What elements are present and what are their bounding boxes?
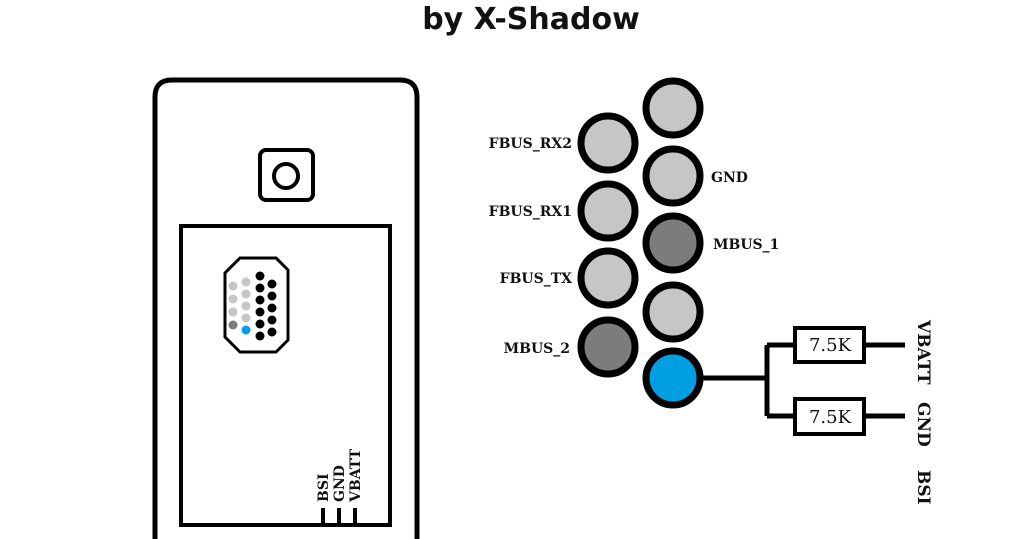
pin-gnd	[642, 145, 704, 207]
mini-pin	[255, 307, 265, 317]
terminal-label-bsi: BSI	[316, 474, 332, 503]
mini-pin	[255, 283, 265, 293]
resistor-vbatt-value: 7.5K	[809, 335, 852, 356]
right-label-gnd: GND	[913, 402, 933, 447]
pin-fbus-tx	[577, 247, 639, 309]
mini-pin	[267, 303, 277, 313]
mini-connector-pins	[228, 271, 277, 341]
terminal-label-vbatt: VBATT	[348, 448, 364, 503]
phone-camera-lens	[272, 162, 300, 190]
mini-pin	[241, 277, 251, 287]
phone-camera-square	[258, 148, 315, 202]
phone-body-outline	[152, 77, 420, 539]
mini-pin	[241, 313, 251, 323]
terminal-label-gnd: GND	[332, 465, 348, 502]
right-label-bsi: BSI	[913, 470, 933, 505]
resistor-gnd-value: 7.5K	[809, 407, 852, 428]
mini-pin	[255, 271, 265, 281]
mini-pin	[255, 295, 265, 305]
mini-pin	[255, 319, 265, 329]
right-label-vbatt: VBATT	[913, 319, 933, 385]
resistor-gnd	[793, 397, 866, 436]
pin-mbus-1	[642, 212, 704, 274]
mini-pin	[228, 307, 238, 317]
battery-compartment	[179, 224, 392, 527]
mini-pin	[228, 294, 238, 304]
mini-pin	[228, 320, 238, 330]
pin-top-unlabeled	[642, 77, 704, 139]
label-fbus-rx2: FBUS_RX2	[489, 136, 572, 152]
mini-pin	[267, 327, 277, 337]
mini-pin	[241, 301, 251, 311]
pin-mbus-2	[577, 316, 639, 378]
mini-pin	[241, 325, 251, 335]
resistor-vbatt	[793, 326, 866, 364]
mini-pin	[241, 289, 251, 299]
label-fbus-tx: FBUS_TX	[500, 271, 573, 287]
mini-pin	[267, 279, 277, 289]
label-mbus-1: MBUS_1	[713, 237, 779, 253]
mini-pin	[228, 281, 238, 291]
mini-pin	[267, 291, 277, 301]
mini-pin	[255, 331, 265, 341]
label-gnd-pin: GND	[711, 170, 748, 186]
diagram-title: by X-Shadow	[422, 2, 640, 37]
pin-fbus-rx1	[577, 180, 639, 242]
label-mbus-2: MBUS_2	[504, 341, 570, 357]
pin-unlabeled	[642, 281, 704, 343]
label-fbus-rx1: FBUS_RX1	[489, 204, 572, 220]
pin-bsi-highlight	[642, 347, 704, 409]
mini-pin	[267, 315, 277, 325]
pin-fbus-rx2	[577, 112, 639, 174]
